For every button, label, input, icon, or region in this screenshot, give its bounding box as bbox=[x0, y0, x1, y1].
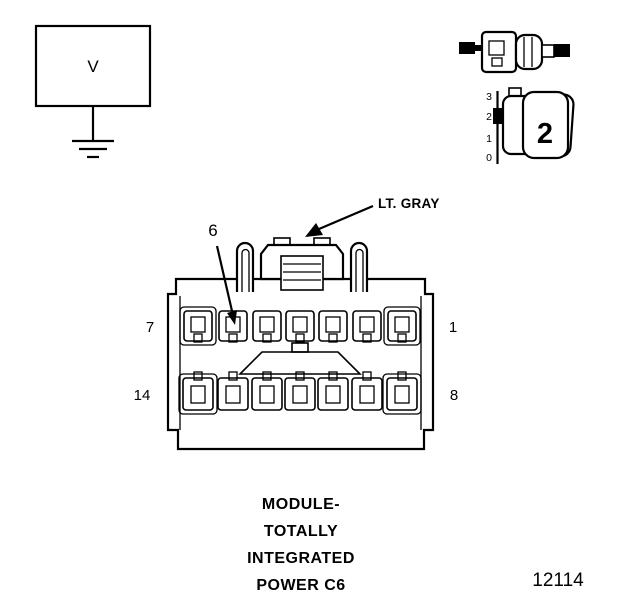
voltmeter-label: V bbox=[87, 57, 99, 76]
voltmeter-box bbox=[34, 24, 152, 108]
figure-number: 12114 bbox=[532, 570, 584, 591]
cavity bbox=[386, 371, 418, 411]
cavity-callout-label: 6 bbox=[208, 221, 217, 240]
terminal-tab-detail bbox=[491, 57, 503, 67]
caption-line-2: TOTALLY bbox=[264, 523, 338, 540]
pin-label-14: 14 bbox=[134, 387, 151, 404]
gauge-tick-2: 2 bbox=[486, 111, 492, 123]
gauge-tick-3: 3 bbox=[486, 91, 492, 103]
polarizing-key bbox=[238, 342, 362, 375]
crimp-link bbox=[475, 45, 482, 51]
color-callout: LT. GRAY bbox=[305, 196, 440, 237]
color-callout-leader bbox=[318, 204, 374, 231]
cavity bbox=[182, 371, 214, 411]
latch-loop-right bbox=[349, 241, 369, 292]
cavity-callout-arrowhead bbox=[227, 310, 237, 325]
terminal-tip bbox=[541, 44, 555, 58]
pin-label-1: 1 bbox=[449, 319, 457, 336]
gauge-size-label: 2 bbox=[537, 118, 553, 150]
terminal-seal bbox=[514, 33, 544, 71]
cavity-6-callout: 6 bbox=[208, 221, 237, 325]
latch-loop-left bbox=[235, 241, 255, 292]
cavity-row-bottom bbox=[178, 371, 422, 415]
connector-caption: MODULE- TOTALLY INTEGRATED POWER C6 bbox=[247, 496, 355, 594]
cavity bbox=[351, 371, 383, 411]
cavity bbox=[387, 310, 417, 343]
caption-line-4: POWER C6 bbox=[256, 577, 345, 594]
caption-line-3: INTEGRATED bbox=[247, 550, 355, 567]
cavity bbox=[284, 371, 316, 411]
cavity bbox=[318, 310, 348, 343]
color-callout-label: LT. GRAY bbox=[378, 196, 440, 211]
ground-icon bbox=[72, 139, 114, 159]
cavity bbox=[183, 310, 213, 343]
cavity bbox=[251, 371, 283, 411]
terminal-cavity-detail bbox=[488, 40, 505, 56]
terminal-side-view bbox=[459, 30, 570, 74]
cavity bbox=[218, 310, 248, 343]
color-callout-arrowhead bbox=[305, 223, 323, 237]
cavity bbox=[317, 371, 349, 411]
cavity bbox=[285, 310, 315, 343]
cavity bbox=[352, 310, 382, 343]
wire-stub-left bbox=[459, 42, 475, 54]
connector-latch bbox=[259, 237, 345, 291]
cavity bbox=[252, 310, 282, 343]
gauge-tick-0: 0 bbox=[486, 152, 492, 164]
pin-label-8: 8 bbox=[450, 387, 458, 404]
gauge-connector-front bbox=[521, 90, 570, 160]
gauge-tick-1: 1 bbox=[486, 133, 492, 145]
cavity bbox=[217, 371, 249, 411]
gauge-marker bbox=[493, 108, 502, 124]
voltmeter-symbol: V bbox=[34, 24, 152, 159]
wire-stub-right bbox=[554, 44, 570, 57]
connector-shell bbox=[166, 277, 435, 451]
caption-line-1: MODULE- bbox=[262, 496, 340, 513]
cavity-callout-leader bbox=[215, 245, 234, 312]
main-connector: 6 LT. GRAY 7 1 14 8 bbox=[134, 196, 458, 451]
wire-gauge-figure: 3 2 1 0 2 bbox=[486, 87, 575, 164]
cavity-row-top bbox=[179, 306, 421, 346]
pin-label-7: 7 bbox=[146, 319, 154, 336]
